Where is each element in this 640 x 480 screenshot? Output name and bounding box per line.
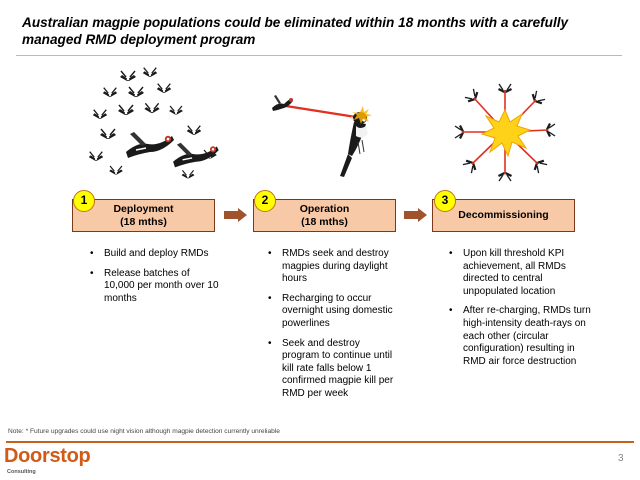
- list-item: Seek and destroy program to continue unt…: [268, 338, 398, 401]
- list-item: Release batches of 10,000 per month over…: [90, 268, 222, 306]
- list-item: Recharging to occur overnight using dome…: [268, 293, 398, 331]
- stage-box-decommissioning: Decommissioning: [432, 199, 575, 232]
- stage-number-badge: 1: [73, 190, 95, 212]
- decommissioning-illustration: [454, 83, 556, 182]
- stage-label: Decommissioning: [458, 209, 549, 221]
- footnote: Note: * Future upgrades could use night …: [8, 428, 280, 435]
- operation-illustration: [272, 95, 372, 177]
- explosion-icon: [480, 108, 532, 158]
- stage-3-bullets: Upon kill threshold KPI achievement, all…: [449, 248, 591, 375]
- death-ray: [285, 104, 363, 120]
- rmd-drone-icon: [454, 83, 556, 182]
- chevron-right-icon: [224, 208, 247, 222]
- stage-label: Deployment: [113, 202, 174, 215]
- list-item: After re-charging, RMDs turn high-intens…: [449, 305, 591, 368]
- footer-divider: [6, 441, 634, 443]
- stage-number-badge: 3: [434, 190, 456, 212]
- page-title: Australian magpie populations could be e…: [22, 15, 569, 47]
- chevron-right-icon: [404, 208, 427, 222]
- rmd-swarm-illustration: [88, 67, 220, 179]
- list-item: RMDs seek and destroy magpies during day…: [268, 248, 398, 286]
- magpie-icon: [340, 106, 372, 177]
- list-item: Build and deploy RMDs: [90, 248, 222, 261]
- stage-label: Operation: [299, 202, 350, 215]
- stage-number-badge: 2: [254, 190, 276, 212]
- stage-duration: (18 mths): [301, 215, 348, 228]
- company-logo: Doorstop: [4, 445, 91, 467]
- stage-box-operation: Operation (18 mths): [253, 199, 396, 232]
- title-divider: [16, 55, 622, 56]
- list-item: Upon kill threshold KPI achievement, all…: [449, 248, 591, 298]
- stage-1-bullets: Build and deploy RMDs Release batches of…: [90, 248, 222, 312]
- rmd-drone-icon: [88, 67, 220, 179]
- stage-duration: (18 mths): [120, 215, 167, 228]
- stage-box-deployment: Deployment (18 mths): [72, 199, 215, 232]
- stage-2-bullets: RMDs seek and destroy magpies during day…: [268, 248, 398, 408]
- company-logo-subtitle: Consulting: [7, 469, 36, 475]
- rmd-drone-icon: [272, 95, 293, 111]
- page-number: 3: [618, 453, 624, 464]
